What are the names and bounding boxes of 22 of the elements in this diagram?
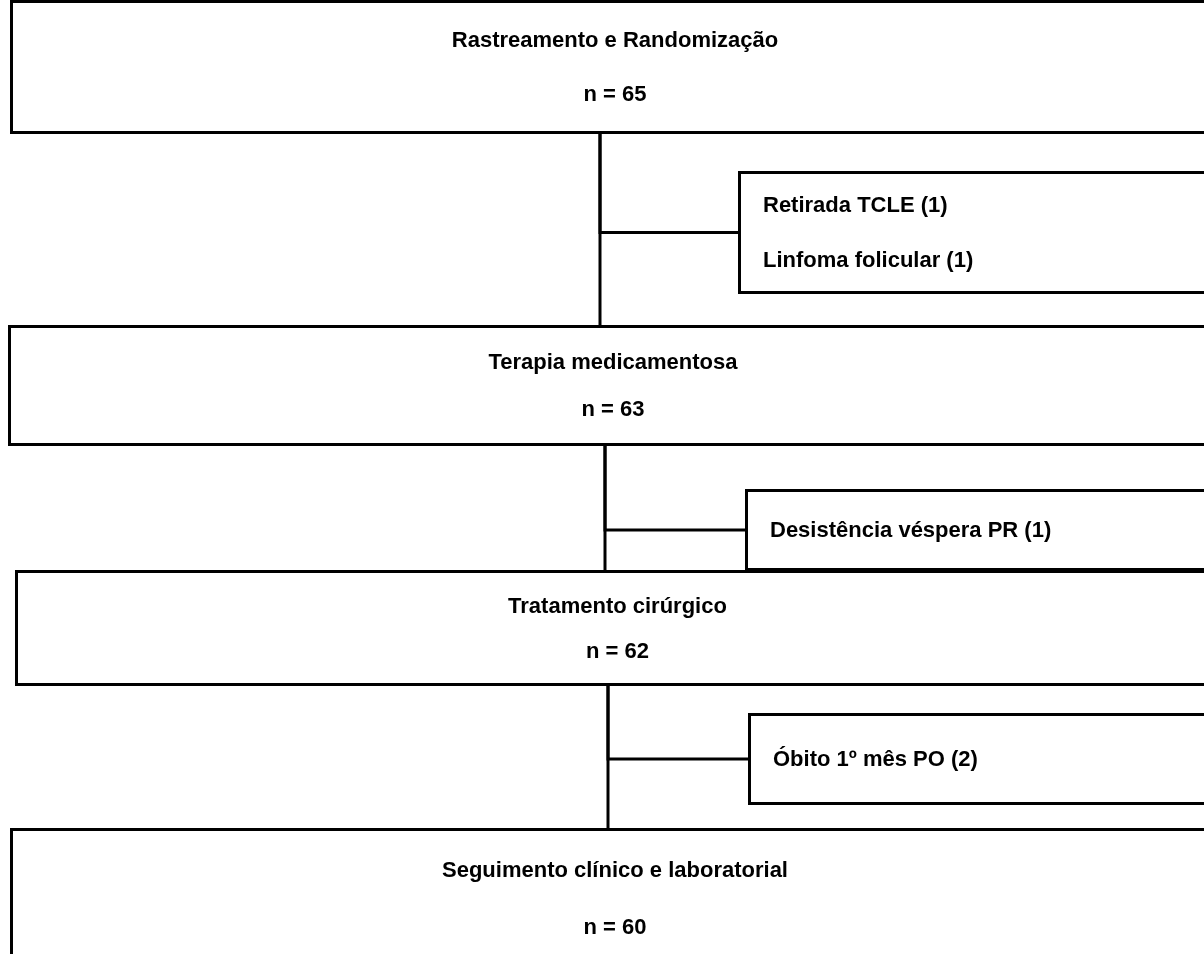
connector-line (606, 685, 748, 761)
count-label: n = 65 (583, 81, 647, 107)
exclusion-box (748, 713, 1204, 805)
exclusion-label: Retirada TCLE (1) (763, 192, 948, 219)
count-label: n = 63 (581, 396, 645, 423)
count-label: n = 60 (583, 913, 647, 940)
stage-box (15, 570, 1204, 686)
exclusion-label: Desistência véspera PR (1) (770, 517, 1052, 543)
connector-line (598, 133, 738, 234)
stage-title: Rastreamento e Randomização (451, 27, 779, 53)
stage-box (8, 325, 1204, 446)
connector-line (603, 445, 745, 532)
stage-box (10, 0, 1204, 134)
exclusion-label: Óbito 1º mês PO (2) (773, 746, 978, 772)
stage-box (10, 828, 1204, 954)
exclusion-box (738, 171, 1204, 294)
count-label: n = 62 (586, 637, 649, 664)
exclusion-label: Linfoma folicular (1) (763, 246, 974, 273)
stage-title: Tratamento cirúrgico (508, 592, 727, 619)
exclusion-box (745, 489, 1204, 571)
stage-title: Seguimento clínico e laboratorial (442, 856, 788, 883)
stage-title: Terapia medicamentosa (488, 348, 738, 375)
